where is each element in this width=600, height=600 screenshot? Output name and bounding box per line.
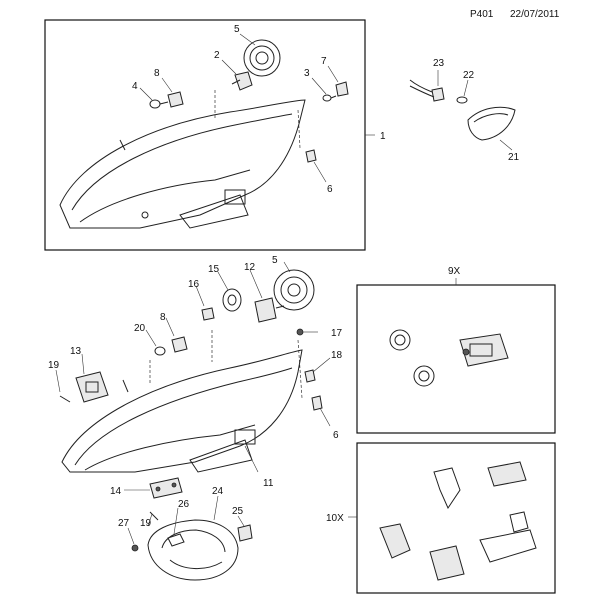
clip-6-bottom: [311, 395, 323, 411]
fog-bulb-25: [237, 524, 253, 542]
bulb-20: [154, 346, 166, 356]
callout-12: 12: [244, 262, 256, 273]
kit-10x-box: [356, 442, 556, 594]
ballast-ignitor-12: [254, 297, 285, 323]
callout-18: 18: [331, 350, 343, 361]
callout-4: 4: [132, 81, 138, 92]
marker-socket-23: [409, 79, 445, 102]
callout-1: 1: [380, 131, 386, 142]
module-13: [75, 371, 109, 403]
module-14: [149, 477, 183, 499]
callout-11: 11: [263, 478, 274, 489]
callout-27: 27: [118, 518, 130, 529]
callout-14: 14: [110, 486, 122, 497]
screw-27: [131, 544, 139, 552]
clip-18: [304, 369, 316, 383]
callout-3: 3: [304, 68, 310, 79]
bracket-26: [167, 533, 185, 547]
callout-20: 20: [134, 323, 146, 334]
callout-5-bottom: 5: [272, 255, 278, 266]
screw-19-left: [59, 395, 71, 403]
bulb-holder-8-bottom: [171, 336, 188, 353]
callout-8-top: 8: [154, 68, 160, 79]
callout-22: 22: [463, 70, 475, 81]
side-marker-lamp: [467, 106, 516, 141]
callout-19-left: 19: [48, 360, 60, 371]
screw-17: [296, 328, 304, 336]
callout-9x: 9X: [448, 266, 461, 277]
bracket-10x-c: [379, 523, 411, 559]
page-reference: P401: [470, 9, 494, 20]
callout-10x: 10X: [326, 513, 344, 524]
bulb-holder-2-top: [231, 71, 253, 91]
callout-26: 26: [178, 499, 190, 510]
headlamp-housing-bottom: [61, 349, 303, 473]
callout-24: 24: [212, 486, 224, 497]
callout-25: 25: [232, 506, 244, 517]
callout-7: 7: [321, 56, 327, 67]
bulb-16: [201, 307, 215, 321]
dust-cover-5-bottom: [273, 269, 315, 311]
callout-19-bottom: 19: [140, 518, 152, 529]
screw-19-bottom: [149, 511, 159, 521]
page-date: 22/07/2011: [510, 9, 560, 20]
grommet-9x-b: [413, 365, 435, 387]
bulb-holder-8-top: [167, 91, 184, 108]
callout-6-bottom: 6: [333, 430, 339, 441]
bracket-10x-b: [487, 461, 527, 487]
callout-17: 17: [331, 328, 343, 339]
fog-lamp-24: [147, 519, 239, 581]
callout-16: 16: [188, 279, 200, 290]
dust-cover-5-top: [243, 39, 281, 77]
headlamp-assembly-box: [44, 19, 366, 251]
bracket-10x-d: [429, 545, 465, 581]
bracket-10x-a: [433, 467, 461, 510]
callout-5-top: 5: [234, 24, 240, 35]
grommet-9x-a: [389, 329, 411, 351]
headlamp-housing-top: [59, 99, 306, 229]
callout-13: 13: [70, 346, 82, 357]
callout-15: 15: [208, 264, 220, 275]
clip-6-top: [305, 149, 317, 163]
bulb-3: [322, 94, 337, 102]
xenon-bulb-15: [222, 288, 242, 312]
bracket-10x-e: [479, 511, 537, 563]
callout-6-top: 6: [327, 184, 333, 195]
callout-8-bottom: 8: [160, 312, 166, 323]
kit-9x-box: [356, 284, 556, 434]
callout-21: 21: [508, 152, 520, 163]
callout-2: 2: [214, 50, 220, 61]
marker-bulb-22: [456, 96, 468, 104]
bulb-4: [149, 99, 169, 109]
ignitor-9x: [459, 333, 509, 367]
bulb-7: [335, 81, 349, 97]
callout-23: 23: [433, 58, 445, 69]
